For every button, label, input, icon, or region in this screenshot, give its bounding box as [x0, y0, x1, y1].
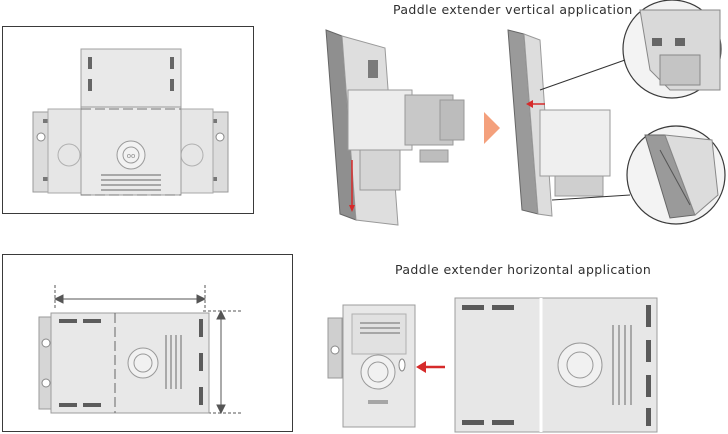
direction-arrow-icon: [484, 112, 500, 144]
top-left-frame: oo: [2, 26, 254, 214]
magnifier-callout-top-icon: [622, 0, 722, 99]
vertical-assembly-left: [325, 29, 465, 226]
vertical-application-caption: Paddle extender vertical application: [393, 2, 633, 17]
horizontal-assembly-small: [327, 304, 416, 428]
magnifier-callout-bottom-icon: [626, 125, 726, 225]
direction-arrow-icon: [416, 361, 445, 373]
bottom-left-frame: [2, 254, 293, 432]
dimension-arrow-icon: [53, 285, 243, 415]
horizontal-extender-large: [454, 297, 658, 433]
assembly-front-view: oo: [32, 48, 229, 196]
horizontal-application-caption: Paddle extender horizontal application: [395, 262, 652, 277]
assembly-dimension-view: [38, 285, 243, 415]
vertical-assembly-right: [507, 29, 611, 217]
callout-line-bottom: [551, 194, 631, 201]
svg-text:oo: oo: [127, 152, 136, 160]
callout-line-top: [539, 59, 626, 91]
vertical-application-diagram: [325, 0, 726, 226]
